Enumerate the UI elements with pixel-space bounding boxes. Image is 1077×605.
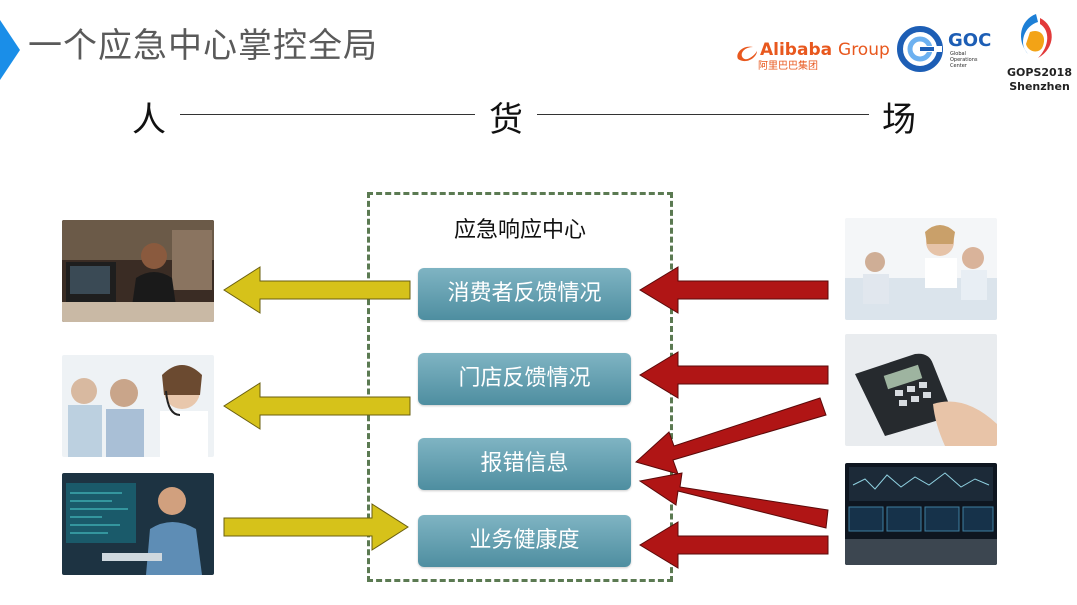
goc-logo-icon [897,26,943,72]
red-arrow-health [639,521,829,569]
header-people: 人 [132,100,166,140]
monitoring-room-photo [845,463,997,565]
alibaba-swoosh-icon [737,46,757,62]
gops-line2: Shenzhen [1009,80,1070,93]
yellow-left-arrow-1 [223,266,411,314]
consumer-feedback-item[interactable]: 消费者反馈情况 [418,268,631,320]
red-arrow-consumer [639,266,829,314]
alibaba-en-text: Alibaba [760,40,833,60]
goc-text: GOC [948,30,992,51]
error-info-item[interactable]: 报错信息 [418,438,631,490]
alibaba-wordmark: Alibaba Group [760,40,890,60]
title-accent [0,20,20,80]
business-health-item[interactable]: 业务健康度 [418,515,631,567]
header-line-right [537,114,869,115]
gops-line1: GOPS2018 [1007,66,1072,79]
header-place: 场 [882,100,916,140]
card-terminal-photo [845,334,997,446]
call-center-agents-photo [62,355,214,457]
cashier-photo [62,220,214,322]
red-arrow-error-upper [634,397,827,475]
gops-logo-icon [1021,14,1052,58]
header-line-left [180,114,475,115]
yellow-right-arrow [223,503,409,551]
developer-at-monitors-photo [62,473,214,575]
red-arrow-store [639,351,829,399]
alibaba-group-text: Group [838,40,890,60]
red-arrow-error-lower [638,472,829,529]
page-title: 一个应急中心掌控全局 [28,26,378,66]
gops-text: GOPS2018 Shenzhen [1007,66,1072,94]
goc-subtext: Global Operations Center [950,51,978,69]
alibaba-cn-text: 阿里巴巴集团 [758,61,818,72]
headset-agents-photo [845,218,997,320]
header-goods: 货 [489,100,523,140]
yellow-left-arrow-2 [223,382,411,430]
emergency-center-title: 应急响应中心 [453,218,586,243]
store-feedback-item[interactable]: 门店反馈情况 [418,353,631,405]
